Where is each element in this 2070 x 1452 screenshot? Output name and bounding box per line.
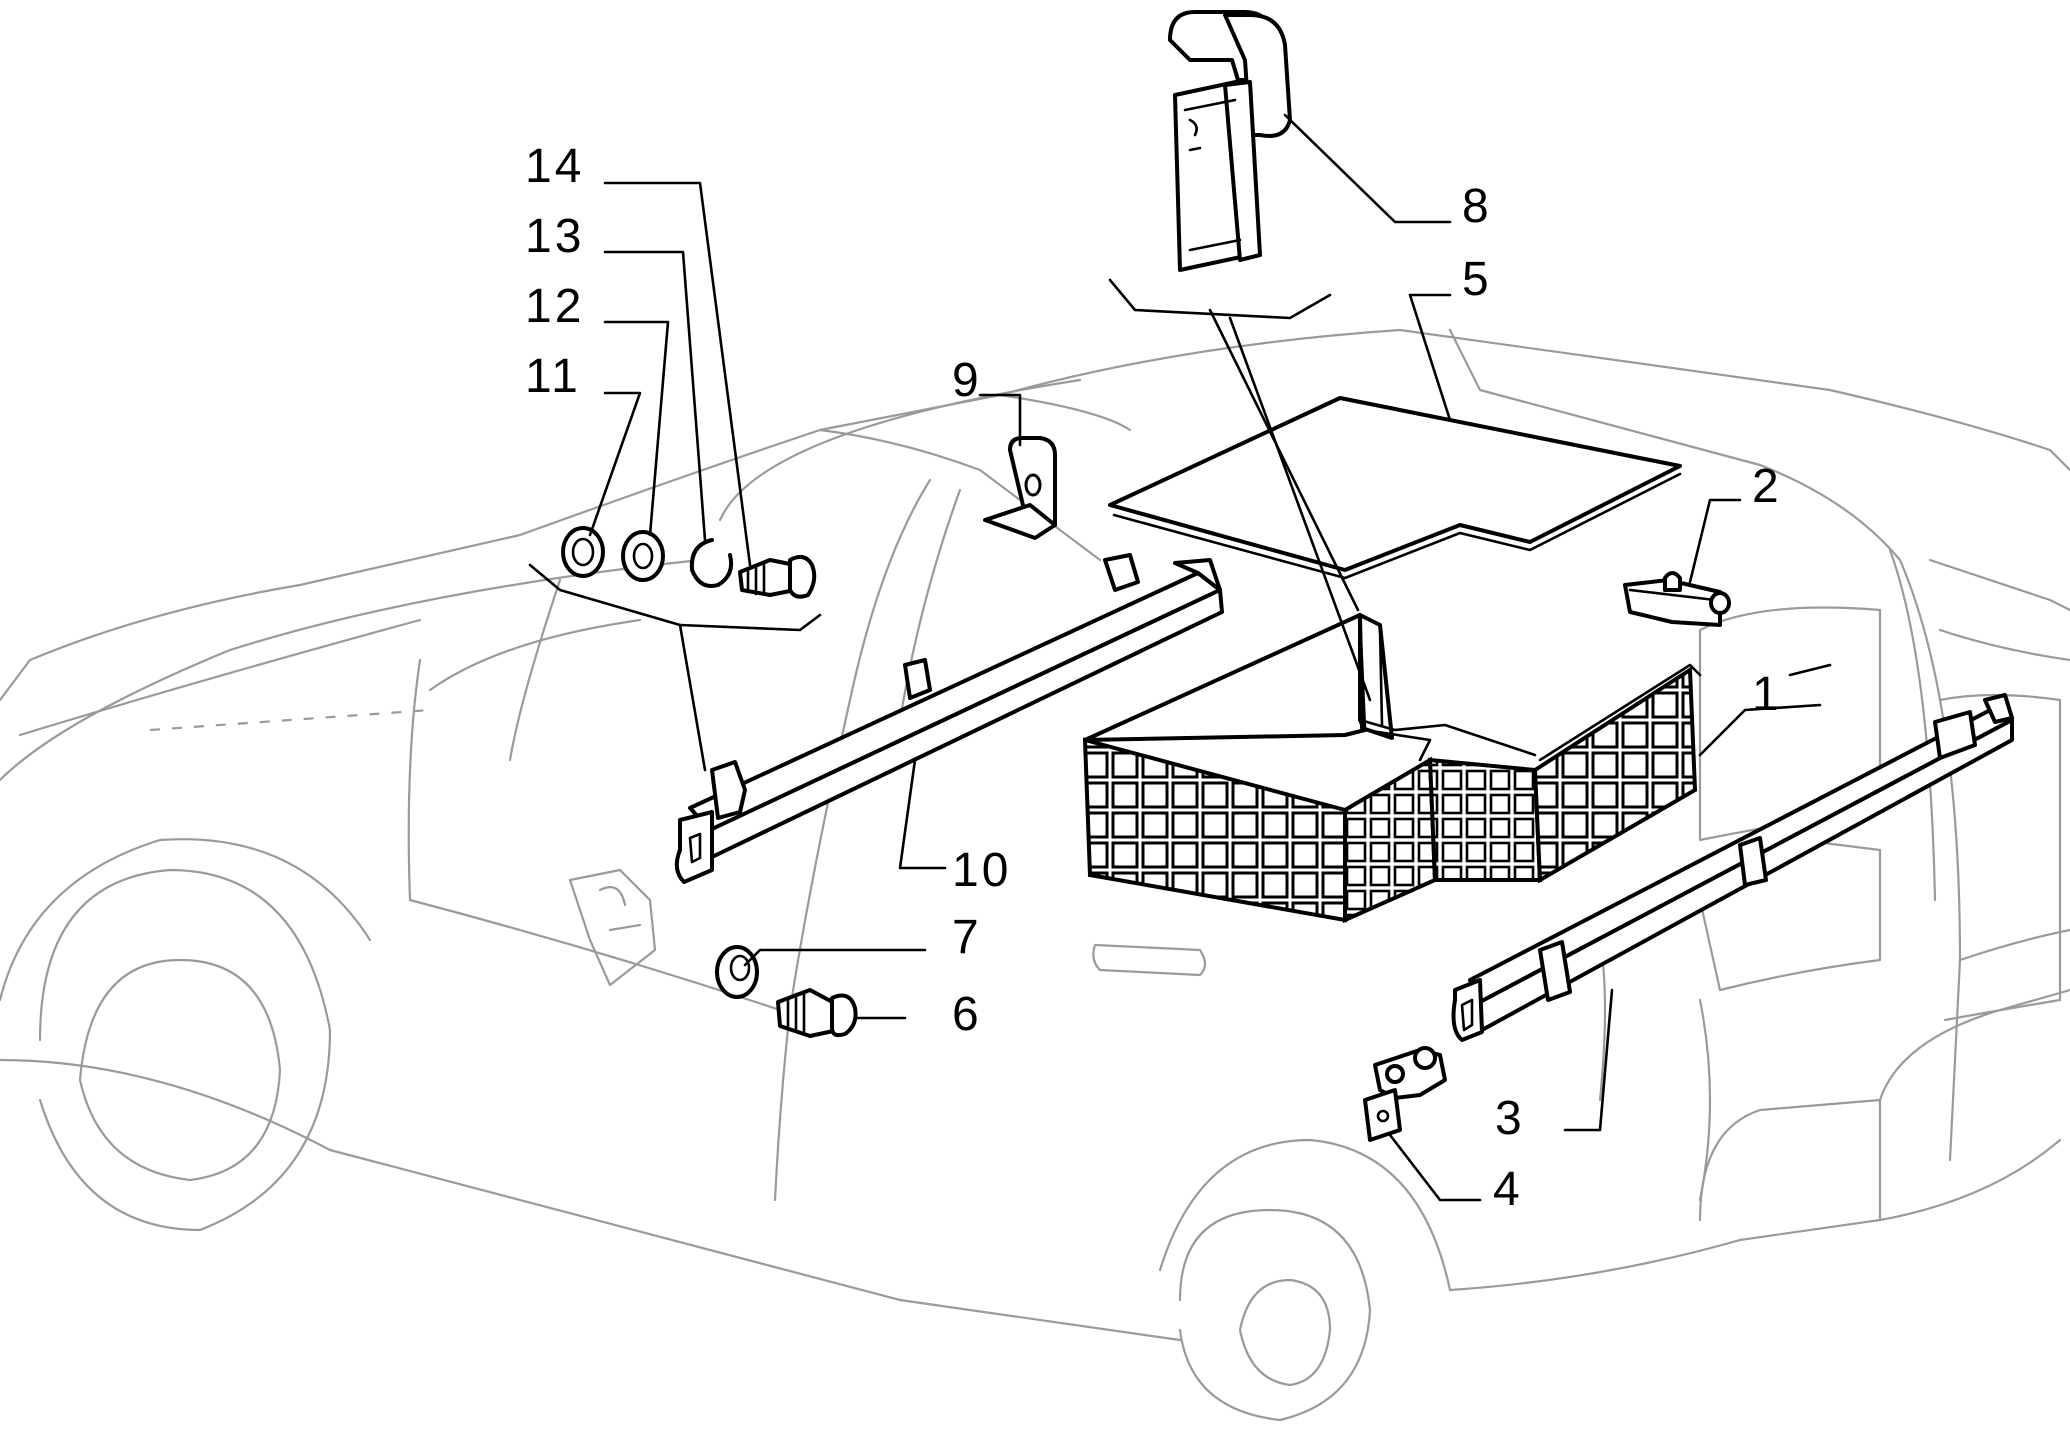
leader-2: [1688, 498, 1742, 584]
callout-4: 4: [1493, 1163, 1523, 1216]
callout-14: 14: [525, 140, 584, 193]
leader-group-left: [528, 563, 707, 772]
callout-12: 12: [525, 280, 584, 333]
callout-labels: 14 13 12 11 9 8 5 2 1 10 7 6 3 4: [525, 140, 1782, 1216]
callout-8: 8: [1462, 180, 1492, 233]
callout-5: 5: [1462, 253, 1492, 306]
leader-group-right: [678, 613, 822, 632]
part-5-floor-panel: [1108, 396, 1682, 580]
part-12-washer: [621, 530, 665, 582]
leader-lines: [528, 113, 1832, 1202]
leader-8-drop-a: [1208, 308, 1360, 612]
part-2-handle: [1623, 571, 1731, 627]
part-11-nut: [561, 526, 605, 578]
callout-13: 13: [525, 210, 584, 263]
callout-9: 9: [952, 354, 982, 407]
part-10-left-rail: [674, 553, 1224, 884]
leader-3: [1563, 988, 1614, 1132]
leader-12: [603, 320, 670, 537]
part-6-bolt: [776, 988, 858, 1038]
part-4-latch: [1363, 1046, 1447, 1142]
part-1-mesh-basket: [1082, 613, 1702, 924]
part-3-right-rail: [1451, 693, 2014, 1042]
callout-11: 11: [525, 350, 581, 403]
callout-3: 3: [1495, 1092, 1525, 1145]
part-9-l-bracket: [983, 436, 1057, 540]
leader-11: [588, 391, 642, 537]
callout-7: 7: [952, 911, 982, 964]
leader-13: [603, 250, 707, 542]
leader-5: [1408, 293, 1452, 422]
leader-4: [1388, 1133, 1482, 1202]
part-8-hinge-bracket: [1168, 10, 1292, 272]
part-14-bolt: [738, 554, 817, 599]
part-7-washer: [715, 945, 759, 999]
leader-1b: [1788, 663, 1832, 677]
callout-10: 10: [952, 844, 1011, 897]
part-13-spring-washer: [689, 538, 734, 588]
leader-10: [898, 758, 947, 870]
leader-8-lower: [1108, 278, 1332, 320]
leader-8: [1283, 113, 1452, 224]
leader-14: [603, 181, 752, 567]
callout-6: 6: [952, 988, 982, 1041]
callout-2: 2: [1752, 460, 1782, 513]
leader-7: [743, 948, 927, 967]
leader-8-drop-b: [1228, 316, 1372, 702]
leader-1: [1698, 703, 1822, 757]
leader-9: [978, 393, 1022, 447]
callout-1: 1: [1752, 668, 1782, 721]
